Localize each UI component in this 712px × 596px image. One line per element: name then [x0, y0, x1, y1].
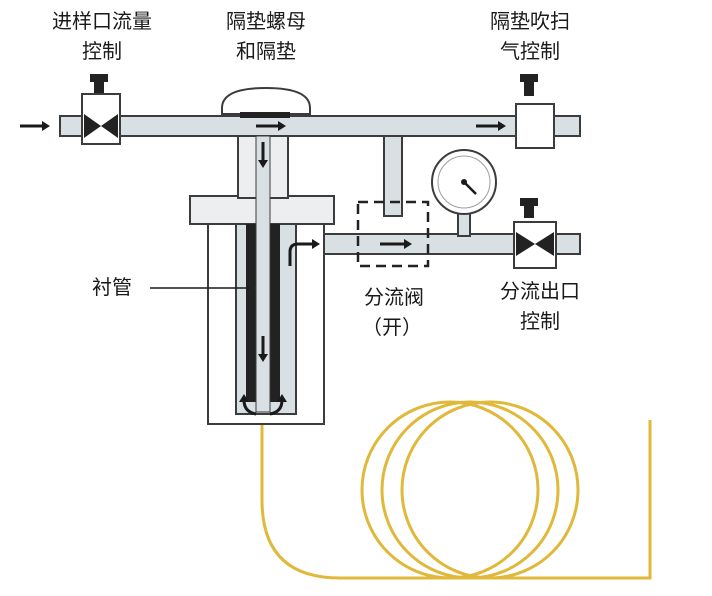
label-split-valve-l2: （开） — [362, 315, 422, 339]
label-liner: 衬管 — [92, 275, 132, 299]
capillary-column — [260, 400, 652, 580]
label-inlet-flow-control-l1: 进样口流量 — [52, 9, 152, 33]
label-split-outlet-l2: 控制 — [520, 309, 560, 333]
split-branch-pipe — [383, 135, 403, 217]
split-valve-box — [356, 200, 430, 268]
pressure-gauge-icon — [431, 149, 497, 215]
inlet-flow-valve-icon — [81, 74, 121, 145]
carrier-gas-pipe — [59, 115, 581, 137]
label-split-valve-l1: 分流阀 — [364, 285, 424, 309]
label-septum-purge-l2: 气控制 — [500, 39, 560, 63]
septum-nut — [221, 86, 311, 118]
label-septum-nut-l2: 和隔垫 — [236, 39, 296, 63]
split-outlet-valve-icon — [513, 198, 557, 269]
flow-arrows — [20, 121, 506, 416]
label-split-outlet-l1: 分流出口 — [500, 279, 580, 303]
label-inlet-flow-control-l2: 控制 — [82, 39, 122, 63]
septum-purge-valve-icon — [515, 74, 555, 149]
injector-body — [189, 135, 335, 425]
label-septum-purge-l1: 隔垫吹扫 — [490, 9, 570, 33]
label-septum-nut-l1: 隔垫螺母 — [226, 9, 306, 33]
